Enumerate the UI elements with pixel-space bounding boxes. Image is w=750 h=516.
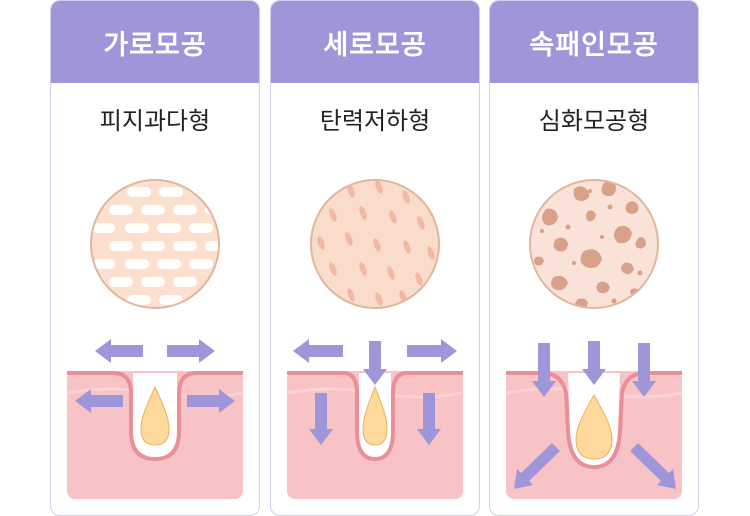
oily-skin-closeup	[91, 180, 219, 308]
deepening-arrows	[514, 341, 676, 489]
card-deep-pore: 속패인모공 심화모공형	[489, 0, 699, 516]
card-subtitle: 피지과다형	[99, 107, 211, 135]
skin-cross-section	[505, 371, 683, 499]
card-subtitle: 탄력저하형	[319, 107, 431, 135]
skin-cross-section	[66, 371, 244, 499]
card-title: 세로모공	[271, 1, 479, 83]
vertical-pore-illustration	[286, 179, 464, 499]
card-subtitle: 심화모공형	[538, 107, 650, 135]
sagging-skin-closeup	[311, 180, 439, 308]
expand-arrows	[75, 339, 235, 413]
card-title: 가로모공	[51, 1, 259, 83]
horizontal-pore-illustration	[66, 179, 244, 499]
deep-pore-skin-closeup	[530, 180, 658, 308]
sagging-arrows	[293, 339, 457, 445]
card-title: 속패인모공	[490, 1, 698, 83]
card-vertical-pore: 세로모공 탄력저하형	[270, 0, 480, 516]
card-horizontal-pore: 가로모공 피지과다형	[50, 0, 260, 516]
skin-cross-section	[286, 371, 464, 499]
deep-pore-illustration	[505, 179, 683, 499]
